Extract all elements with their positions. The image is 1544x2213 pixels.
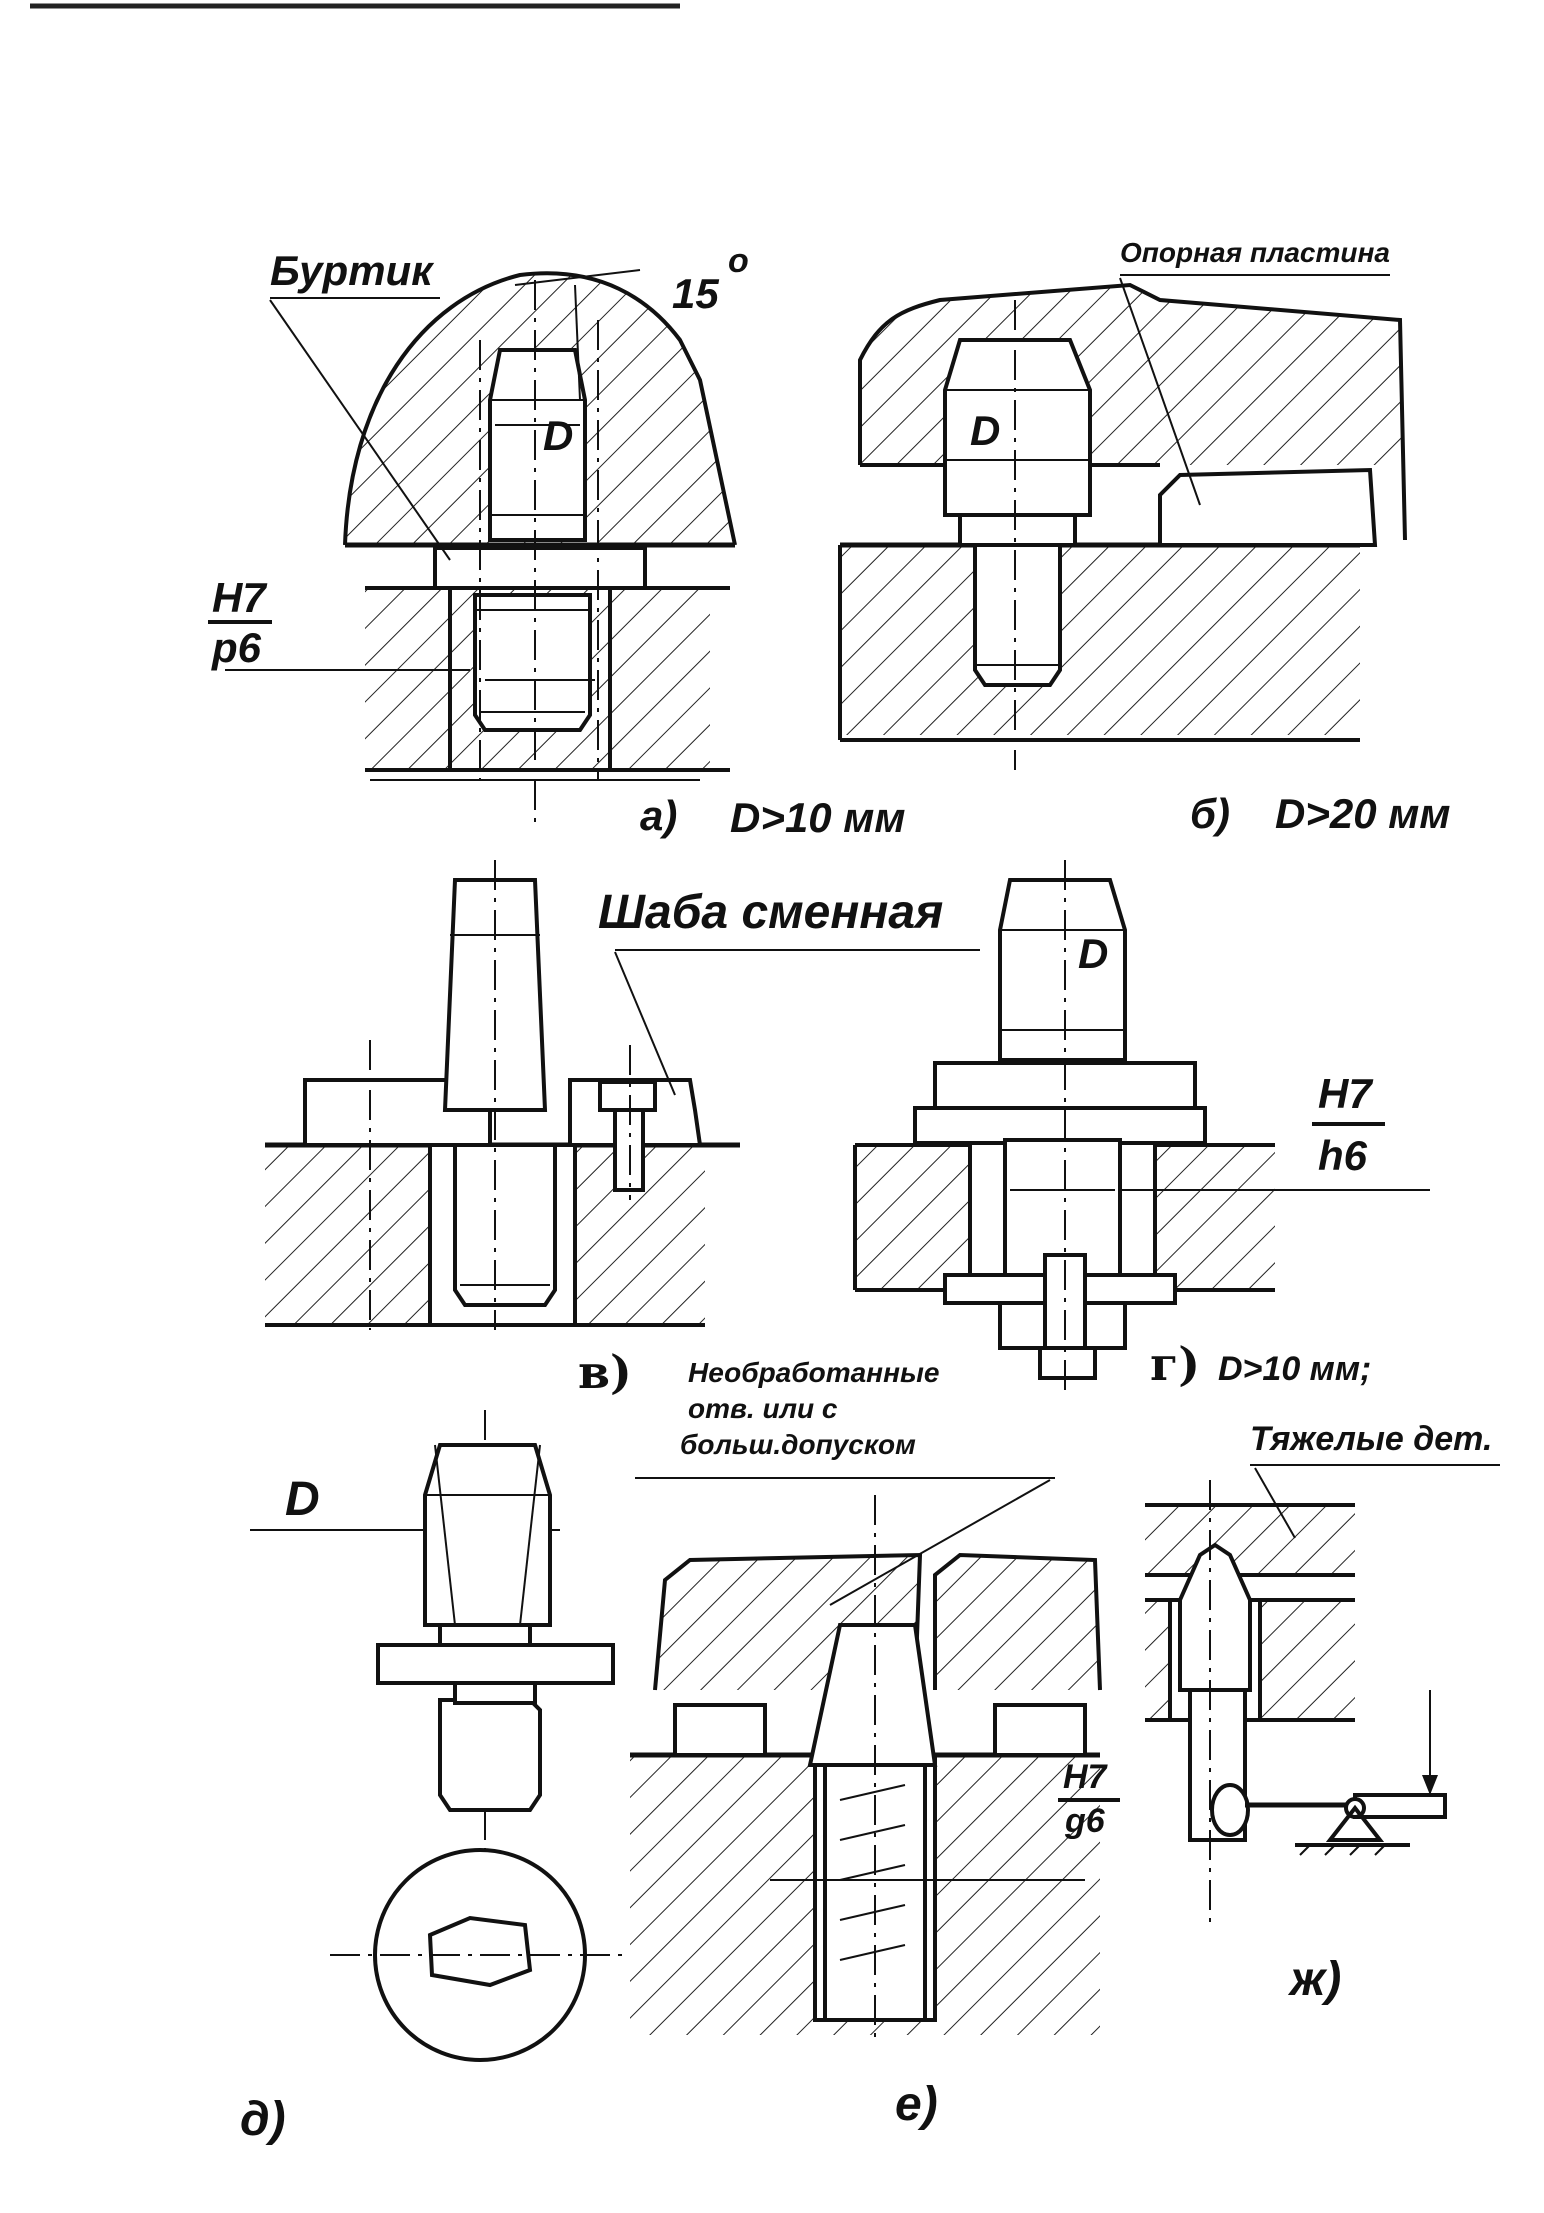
figure-b (838, 274, 1407, 770)
unfinished-holes-label-line1: Необработанные (688, 1357, 939, 1388)
shaba-label: Шаба сменная (598, 886, 943, 939)
caption-d-letter: д) (240, 2093, 286, 2146)
unfinished-holes-label-line2: отв. или с (688, 1393, 838, 1424)
fit-g-denominator: h6 (1318, 1132, 1368, 1179)
heavy-parts-label: Тяжелые дет. (1250, 1420, 1492, 1458)
unfinished-holes-label-line3: больш.допуском (680, 1429, 916, 1460)
fit-e-denominator: g6 (1064, 1802, 1106, 1840)
figure-e (630, 1477, 1102, 2040)
diameter-label-b: D (970, 407, 1000, 454)
diameter-label-g: D (1078, 930, 1108, 977)
angle-degree-mark: о (728, 242, 749, 280)
caption-b-letter: б) (1190, 790, 1230, 837)
caption-zh-letter: ж) (1287, 1953, 1341, 2006)
caption-a-condition: D>10 мм (730, 794, 905, 841)
caption-v-letter: в) (578, 1345, 632, 1399)
caption-g-condition: D>10 мм; (1218, 1350, 1371, 1388)
caption-g-letter: г) (1150, 1337, 1200, 1391)
figure-v (265, 860, 980, 1330)
caption-b-condition: D>20 мм (1275, 790, 1450, 837)
figure-d (250, 1410, 630, 2062)
diameter-label-a: D (543, 412, 573, 459)
angle-label: 15 (672, 270, 719, 317)
caption-e-letter: е) (895, 2078, 938, 2131)
fit-e-numerator: H7 (1063, 1758, 1109, 1796)
support-plate-label: Опорная пластина (1120, 237, 1390, 268)
fit-a-denominator: p6 (211, 624, 262, 671)
caption-a-letter: а) (640, 792, 677, 839)
fit-g-numerator: H7 (1318, 1070, 1373, 1117)
fit-a-numerator: H7 (212, 574, 267, 621)
figure-a (225, 269, 737, 825)
figure-zh (1145, 1464, 1500, 1930)
figure-g (853, 860, 1430, 1390)
diameter-label-d: D (285, 1473, 320, 1526)
burtik-label: Буртик (270, 247, 434, 294)
